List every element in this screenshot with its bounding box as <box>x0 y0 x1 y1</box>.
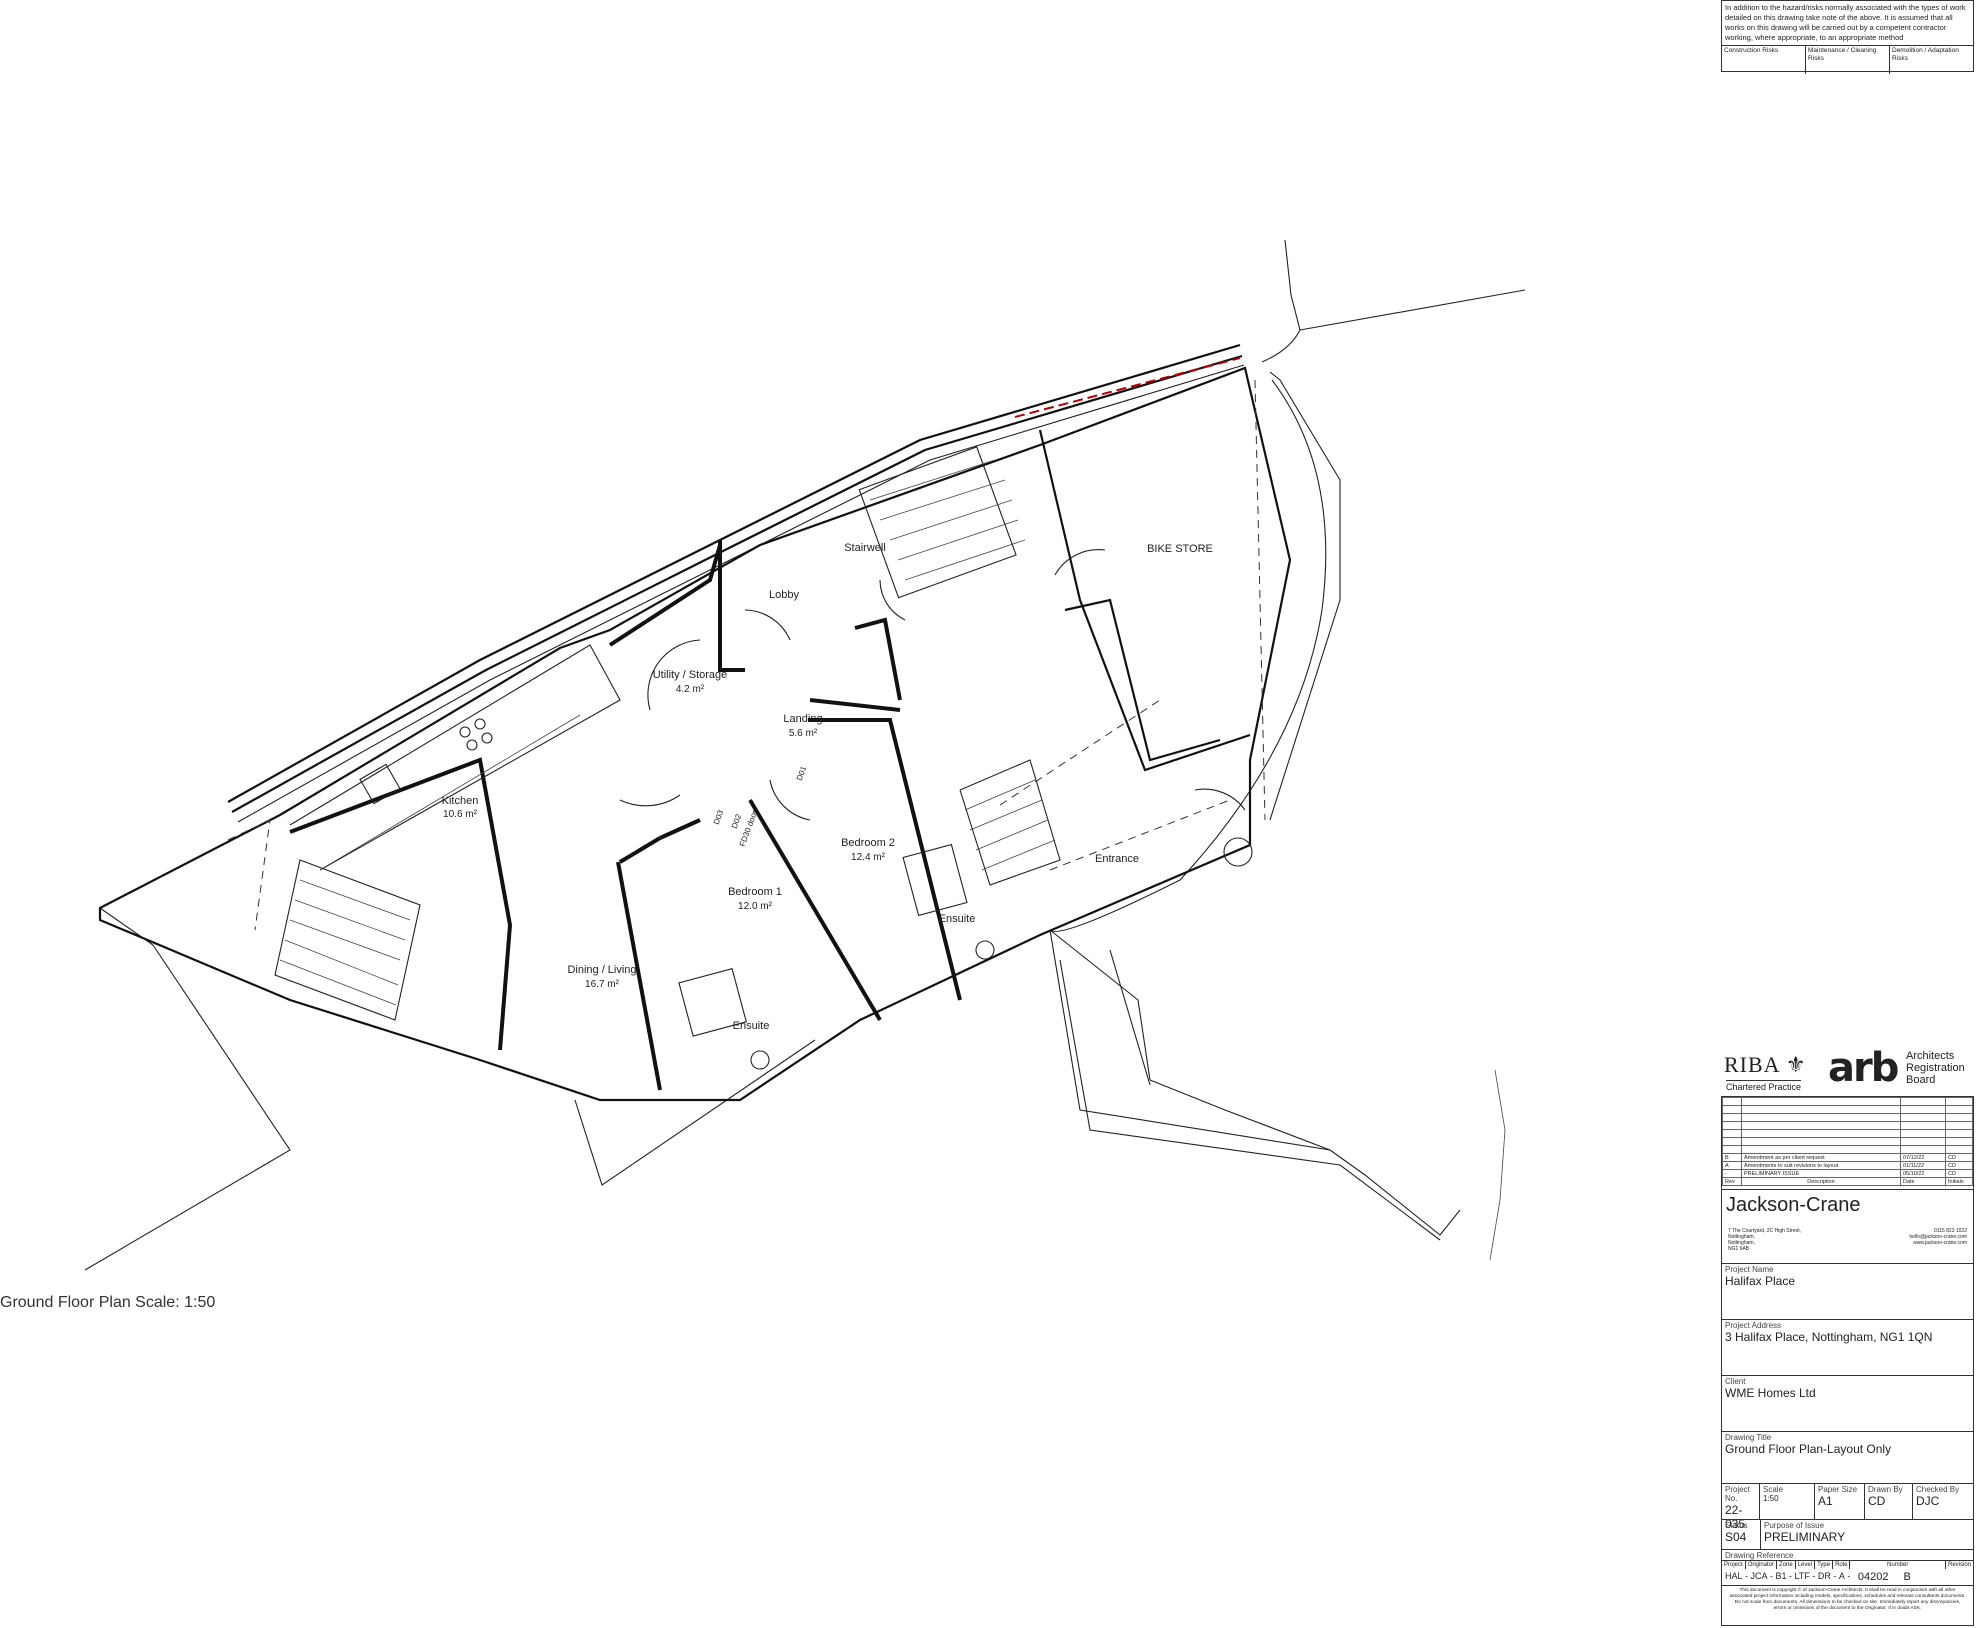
room-area-utility: 4.2 m² <box>676 684 705 695</box>
room-label-utility: Utility / Storage <box>653 669 728 681</box>
arb-logo-mark: arb <box>1828 1045 1899 1091</box>
room-label-bike-store: BIKE STORE <box>1147 543 1213 555</box>
plan-caption: Ground Floor Plan Scale: 1:50 <box>0 1294 216 1311</box>
site-context-lines <box>84 239 1526 1271</box>
riba-subtitle: Chartered Practice <box>1726 1080 1802 1092</box>
door-label-d03: D03 <box>712 808 726 825</box>
copyright-disclaimer: This document is copyright © of Jackson-… <box>1722 1585 1973 1627</box>
project-number-cell: Project No.22-035 <box>1722 1484 1760 1531</box>
arb-line-3: Board <box>1906 1074 1936 1086</box>
project-name-field: Project Name Halifax Place <box>1722 1263 1973 1319</box>
riba-text: RIBA <box>1724 1052 1780 1077</box>
room-label-entrance: Entrance <box>1095 853 1139 865</box>
riba-crest-icon: ⚜ <box>1785 1052 1807 1077</box>
arb-line-2: Registration <box>1906 1062 1965 1074</box>
door-label-d01: D01 <box>795 764 809 781</box>
room-label-dining: Dining / Living <box>567 964 636 976</box>
ensuite-fixtures <box>678 843 995 1070</box>
door-label-d02: D02 <box>730 812 744 829</box>
dashed-overhead-lines <box>227 379 1266 931</box>
room-area-kitchen: 10.6 m² <box>443 809 478 820</box>
room-label-stairwell: Stairwell <box>844 542 886 554</box>
accreditation-logos: RIBA ⚜ Chartered Practice arb Architects… <box>1724 1046 1974 1092</box>
arb-line-1: Architects <box>1906 1050 1955 1062</box>
maintenance-risks-col: Maintenance / Cleaning Risks <box>1806 46 1890 74</box>
room-label-ensuite-2: Ensuite <box>939 913 976 925</box>
project-address-field: Project Address 3 Halifax Place, Notting… <box>1722 1319 1973 1375</box>
room-area-landing: 5.6 m² <box>789 728 818 739</box>
company-name: Jackson-Crane <box>1726 1194 1861 1216</box>
drawing-title-field: Drawing Title Ground Floor Plan-Layout O… <box>1722 1431 1973 1483</box>
stairwell-stairs <box>858 446 1026 599</box>
demolition-risks-col: Demolition / Adaptation Risks <box>1892 47 1959 62</box>
room-area-bedroom-1: 12.0 m² <box>738 901 773 912</box>
kitchen-units <box>289 644 621 871</box>
room-label-bedroom-2: Bedroom 2 <box>841 837 895 849</box>
entrance-stairs <box>959 759 1061 886</box>
room-label-kitchen: Kitchen <box>442 795 479 807</box>
hazard-notes-text: In addition to the hazard/risks normally… <box>1725 3 1966 42</box>
room-label-bedroom-1: Bedroom 1 <box>728 886 782 898</box>
room-area-dining: 16.7 m² <box>585 979 620 990</box>
room-label-landing: Landing <box>783 713 822 725</box>
company-address: 7 The Courtyard, 2C High Street,Nottingh… <box>1728 1228 1801 1252</box>
hazard-notes-box: In addition to the hazard/risks normally… <box>1721 0 1974 74</box>
riba-logo: RIBA ⚜ <box>1724 1052 1807 1078</box>
room-label-ensuite-1: Ensuite <box>733 1020 770 1032</box>
room-area-bedroom-2: 12.4 m² <box>851 852 886 863</box>
north-boundary-wall <box>227 343 1245 823</box>
arb-logo-text: Architects Registration Board <box>1906 1050 1965 1086</box>
company-block: Jackson-Crane 7 The Courtyard, 2C High S… <box>1722 1189 1973 1263</box>
drawing-reference-values: HAL - JCA - B1 - LTF - DR - A - 04202 B <box>1725 1571 1911 1583</box>
building-outline <box>98 366 1292 1102</box>
lower-stairs <box>274 859 421 1021</box>
door-swings <box>619 549 1253 867</box>
construction-risks-col: Construction Risks <box>1722 46 1806 74</box>
door-label-fd30: FD30 door <box>738 809 759 848</box>
client-field: Client WME Homes Ltd <box>1722 1375 1973 1431</box>
room-label-lobby: Lobby <box>769 589 799 601</box>
